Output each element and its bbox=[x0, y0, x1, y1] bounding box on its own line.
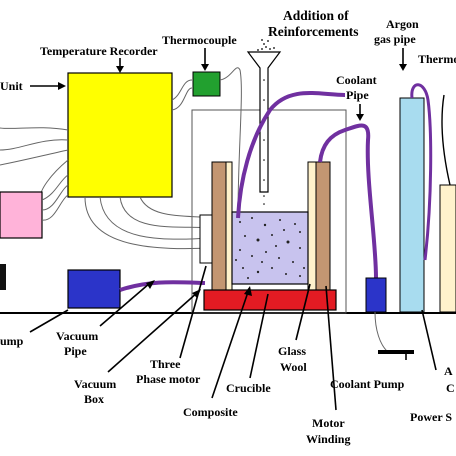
left-pump-device bbox=[0, 264, 6, 290]
coolant-pipe-label-line2: Pipe bbox=[346, 88, 369, 102]
leader-lines bbox=[29, 48, 437, 411]
composite-melt bbox=[231, 211, 309, 285]
recorder-to-furnace-wires bbox=[84, 196, 213, 250]
pump-left-label: ump bbox=[0, 334, 24, 348]
glass-wool-label-line2: Wool bbox=[280, 360, 307, 374]
coolant-pump-label: Coolant Pump bbox=[330, 377, 405, 391]
thermocouple-label: Thermocouple bbox=[162, 33, 237, 47]
right-a-label: A bbox=[444, 364, 453, 378]
right-thermo-unit bbox=[439, 184, 456, 313]
recorder-to-thermocouple-wires bbox=[171, 79, 193, 111]
power-supply-label: Power S bbox=[410, 410, 452, 424]
addition-label-line1: Addition of bbox=[283, 8, 349, 23]
thermocouple-wire bbox=[219, 67, 242, 216]
argon-tube bbox=[410, 83, 433, 261]
vacuum-box-label-line1: Vacuum bbox=[74, 377, 116, 391]
thermo-right-label: Thermo bbox=[418, 52, 456, 66]
composite-particles bbox=[235, 217, 305, 279]
coolant-pump-wire bbox=[374, 311, 389, 353]
recorder-wires bbox=[0, 127, 69, 199]
vacuum-box-label-line2: Box bbox=[84, 392, 104, 406]
vacuum-pipe bbox=[119, 280, 206, 292]
three-phase-label-line1: Three bbox=[150, 357, 181, 371]
addition-label-line2: Reinforcements bbox=[268, 24, 358, 39]
crucible-label: Crucible bbox=[226, 381, 271, 395]
vacuum-box bbox=[67, 269, 121, 309]
glass-wool-label-line1: Glass bbox=[278, 344, 306, 358]
right-motor-winding-wall bbox=[315, 161, 331, 291]
motor-winding-label-line1: Motor bbox=[312, 416, 345, 430]
argon-gas-pipe bbox=[399, 97, 425, 313]
unit-label: Unit bbox=[0, 79, 23, 93]
temperature-recorder-box bbox=[67, 72, 173, 198]
thermocouple-box bbox=[192, 71, 221, 97]
motor-connector bbox=[199, 214, 213, 264]
argon-label-line1: Argon bbox=[386, 17, 419, 31]
composite-label: Composite bbox=[183, 405, 238, 419]
coolant-pipe-label-line1: Coolant bbox=[336, 73, 377, 87]
three-phase-label-line2: Phase motor bbox=[136, 372, 201, 386]
coolant-pipe bbox=[236, 91, 378, 279]
right-glass-wool-wall bbox=[307, 161, 317, 291]
left-motor-winding-wall bbox=[211, 161, 227, 291]
right-c-label: C bbox=[446, 381, 455, 395]
temperature-recorder-label: Temperature Recorder bbox=[40, 44, 158, 58]
right-thermo-wire bbox=[441, 94, 451, 186]
pink-unit-box bbox=[0, 191, 43, 239]
argon-label-line2: gas pipe bbox=[374, 32, 416, 46]
crucible-base bbox=[203, 289, 337, 311]
vacuum-pipe-label-line1: Vacuum bbox=[56, 329, 98, 343]
left-glass-wool-wall bbox=[225, 161, 233, 291]
motor-winding-label-line2: Winding bbox=[306, 432, 350, 446]
pink-unit-wires bbox=[41, 174, 69, 221]
coolant-pump-box bbox=[365, 277, 387, 313]
vacuum-pipe-label-line2: Pipe bbox=[64, 344, 87, 358]
